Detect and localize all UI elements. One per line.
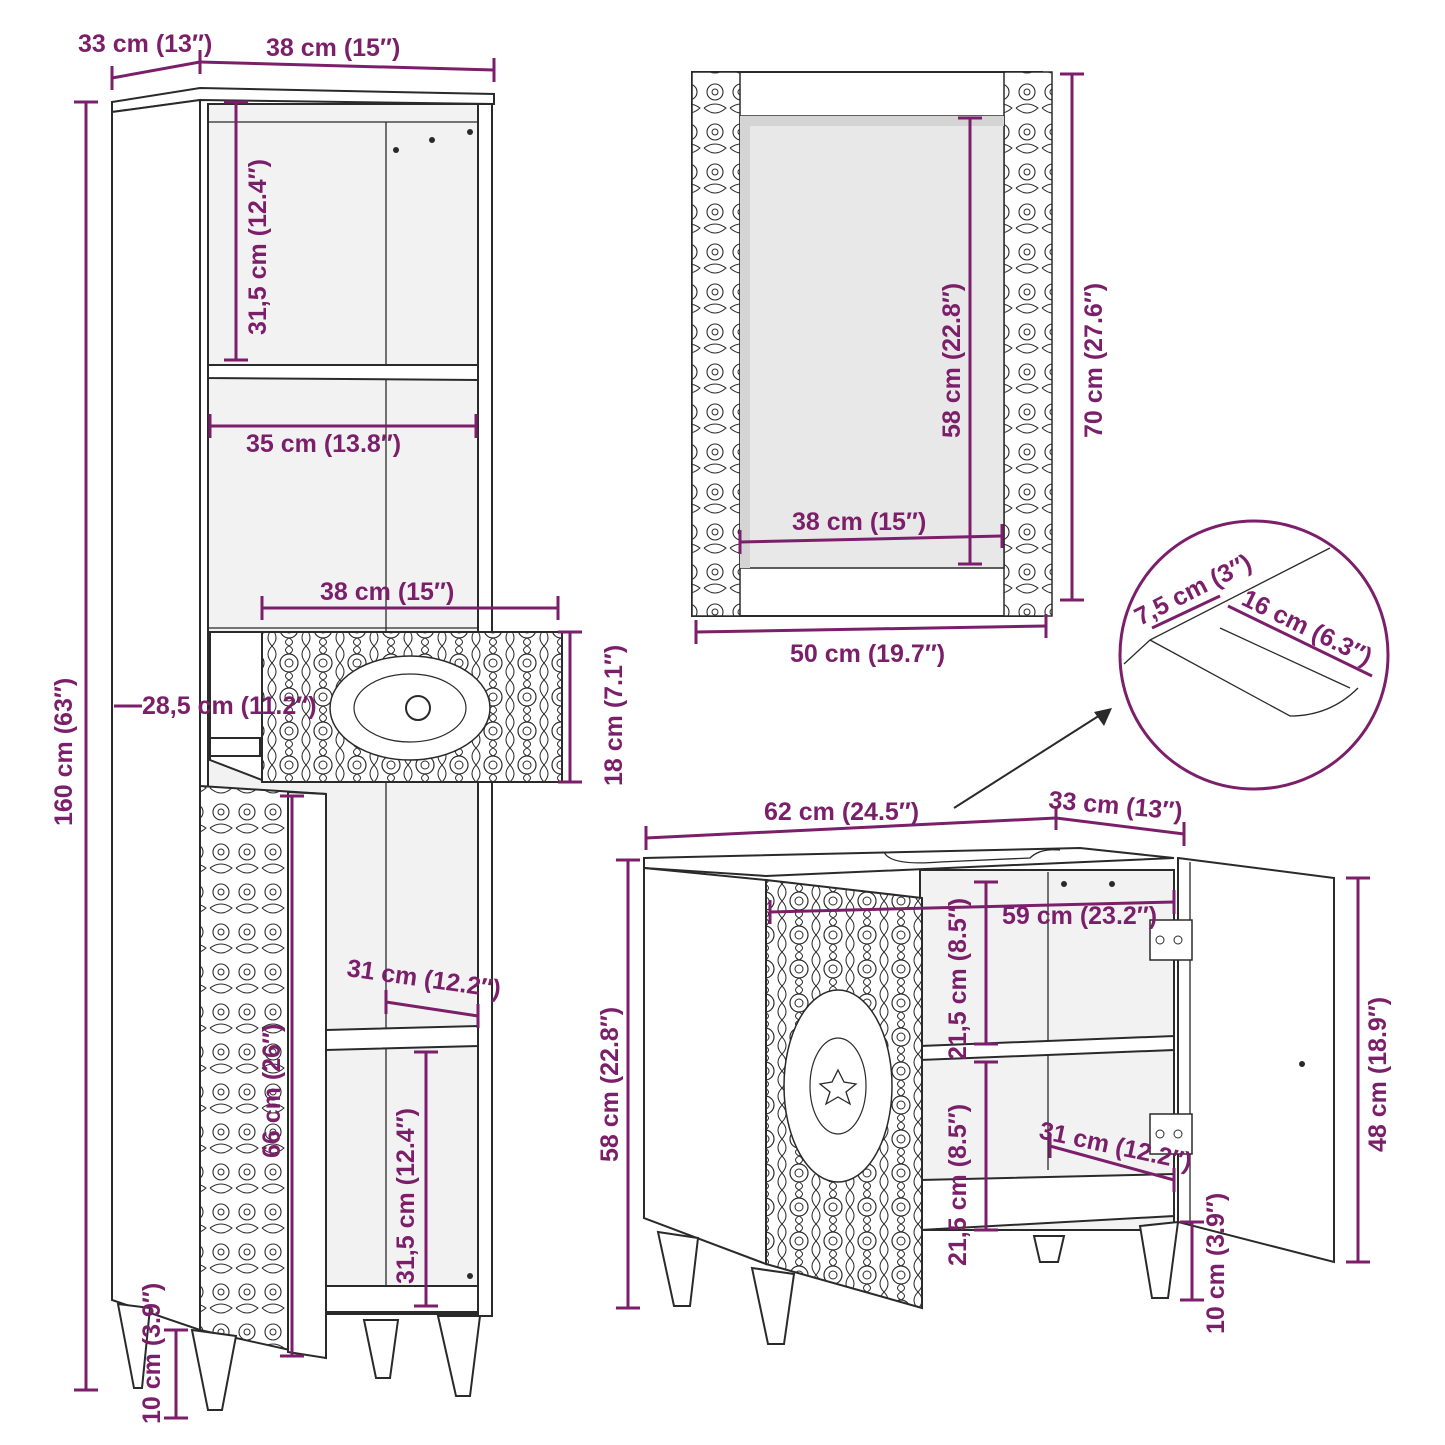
mirror-glass-width-label: 38 cm (15″) [792, 508, 926, 536]
mirror-frame-right-carved [1003, 71, 1053, 617]
dim-line-cutout-width [1227, 604, 1373, 678]
sink-leg-front-left [750, 1266, 796, 1345]
mirror-glass [739, 115, 1005, 569]
sink-lower-shelf-height-label: 21,5 cm (8.5″) [944, 1104, 972, 1266]
arrow-head-icon [1094, 708, 1112, 726]
shelf-pin-hole [393, 147, 399, 153]
mirror-glass-height-label: 58 cm (22.8″) [938, 283, 966, 438]
door-height-label: 66 cm (26″) [258, 1024, 286, 1158]
hinge-screw [1155, 1129, 1165, 1139]
detail-cutout-curve [1149, 639, 1359, 717]
hinge-icon [1149, 919, 1193, 961]
detail-cutout-inner [1219, 627, 1351, 689]
dim-line-tall-depth [111, 60, 201, 80]
sink-leg-height-label: 10 cm (3.9″) [1202, 1193, 1230, 1334]
mirror: 58 cm (22.8″) 70 cm (27.6″) 38 cm (15″) … [691, 71, 1108, 668]
drawer-depth-label: 28,5 cm (11.2″) [142, 692, 317, 720]
dim-line-lower-shelf-depth [385, 1000, 479, 1018]
tall-cabinet-leg-back-right [362, 1319, 400, 1379]
shelf-pin-hole [1061, 881, 1067, 887]
tall-cabinet-leg-front-right [436, 1315, 482, 1397]
detail-circle [1118, 519, 1390, 791]
tall-cabinet-bottom [325, 1285, 479, 1313]
sink-cabinet-side [643, 866, 767, 1266]
sink-leg-back-right [1032, 1235, 1066, 1263]
hinge-screw [1173, 1129, 1183, 1139]
hinge-screw [1173, 935, 1183, 945]
mirror-frame-left-carved [691, 71, 741, 617]
dim-line-tall-width [199, 60, 495, 72]
sink-cabinet: 62 cm (24.5″) 33 cm (13″) 59 cm (23.2″) … [596, 786, 1392, 1345]
total-height-label: 160 cm (63″) [50, 678, 78, 826]
inner-width-label: 35 cm (13.8″) [246, 430, 401, 458]
shelf-pin-hole [467, 129, 473, 135]
mirror-total-width-label: 50 cm (19.7″) [790, 640, 945, 668]
dim-line-sink-depth [1055, 816, 1185, 836]
tall-cabinet-shelf-upper [207, 364, 479, 382]
sink-upper-shelf-height-label: 21,5 cm (8.5″) [944, 898, 972, 1060]
drawer-medallion-ring [353, 673, 467, 743]
sink-width-label: 62 cm (24.5″) [764, 798, 919, 826]
upper-shelf-height-label: 31,5 cm (12.4″) [244, 159, 272, 335]
dim-line-sink-width [645, 816, 1057, 840]
shelf-pin-hole [429, 137, 435, 143]
detail-pointer-arrow [953, 709, 1109, 809]
drawer-knob [405, 695, 431, 721]
shelf-pin-hole [467, 1273, 473, 1279]
door-medallion-ring [809, 1037, 867, 1135]
dim-line-sink-inner-width [769, 900, 1175, 914]
detail-top-edge [1149, 547, 1331, 641]
sink-inner-width-label: 59 cm (23.2″) [1002, 902, 1157, 930]
tall-depth-label: 33 cm (13″) [78, 30, 212, 58]
tall-leg-height-label: 10 cm (3.9″) [138, 1283, 166, 1424]
drawer-slide [209, 737, 261, 757]
drawer-width-label: 38 cm (15″) [320, 578, 454, 606]
tall-cabinet-leg-front-left [190, 1328, 238, 1411]
hinge-icon [1149, 1113, 1193, 1155]
sink-leg-front-right [1138, 1220, 1180, 1299]
detail-side-edge [1123, 639, 1151, 665]
drawer-height-label: 18 cm (7.1″) [600, 645, 628, 786]
detail-callout: 7,5 cm (3″) 16 cm (6.3″) [953, 519, 1390, 809]
star-icon [818, 1068, 858, 1106]
dim-line-sink-shelf-depth [1049, 1144, 1175, 1182]
dim-line-mirror-total-width [695, 624, 1047, 634]
dim-line-mirror-glass-width [739, 534, 1003, 544]
mirror-total-height-label: 70 cm (27.6″) [1080, 283, 1108, 438]
tall-width-label: 38 cm (15″) [266, 34, 400, 62]
dim-line-cutout-depth [1151, 594, 1221, 630]
sink-cutout-edge [883, 849, 1061, 864]
shelf-pin-hole [1109, 881, 1115, 887]
tall-cabinet-door-edge [287, 790, 327, 1360]
hinge-screw [1155, 935, 1165, 945]
door-knob-hole [1299, 1061, 1305, 1067]
sink-leg-back-left [656, 1230, 700, 1307]
tall-cabinet: 33 cm (13″) 38 cm (15″) 31,5 cm (12.4″) … [50, 30, 628, 1424]
sink-total-height-label: 58 cm (22.8″) [596, 1007, 624, 1162]
sink-cabinet-right-door [1177, 856, 1335, 1264]
tall-cabinet-shelf-lower [325, 1024, 479, 1052]
sink-body-height-label: 48 cm (18.9″) [1364, 997, 1392, 1152]
tall-cabinet-leg-back-left [116, 1302, 152, 1389]
lower-shelf-height-label: 31,5 cm (12.4″) [392, 1108, 420, 1284]
